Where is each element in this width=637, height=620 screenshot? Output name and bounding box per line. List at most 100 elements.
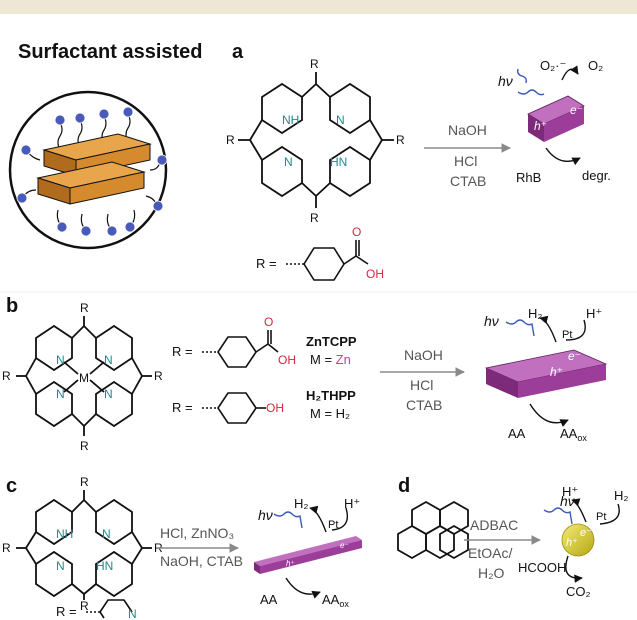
svg-text:O₂: O₂ bbox=[588, 58, 603, 73]
svg-text:R: R bbox=[154, 369, 163, 383]
panel-d-photocatalyst bbox=[543, 498, 620, 583]
section-title: Surfactant assisted bbox=[18, 41, 203, 63]
svg-text:NaOH, CTAB: NaOH, CTAB bbox=[160, 553, 243, 569]
svg-text:R: R bbox=[80, 475, 89, 489]
panel-b-porphyrin bbox=[16, 316, 152, 436]
svg-text:M = H₂: M = H₂ bbox=[310, 406, 350, 421]
svg-text:OH: OH bbox=[278, 353, 296, 367]
svg-text:CTAB: CTAB bbox=[406, 397, 442, 413]
svg-text:Pt: Pt bbox=[596, 511, 606, 523]
svg-text:R: R bbox=[2, 541, 11, 555]
svg-text:N: N bbox=[56, 387, 65, 401]
svg-text:h⁺: h⁺ bbox=[286, 559, 295, 568]
svg-text:R =: R = bbox=[256, 256, 277, 271]
svg-text:NaOH: NaOH bbox=[448, 122, 487, 138]
svg-text:HN: HN bbox=[96, 559, 113, 573]
svg-text:e⁻: e⁻ bbox=[580, 527, 592, 539]
svg-text:hν: hν bbox=[498, 73, 513, 89]
svg-text:NH: NH bbox=[56, 527, 73, 541]
svg-text:R =: R = bbox=[172, 344, 193, 359]
panel-a-photocatalyst bbox=[517, 65, 585, 166]
panel-c-photocatalyst bbox=[254, 505, 362, 599]
panel-c-porphyrin bbox=[16, 490, 152, 600]
svg-text:H₂O: H₂O bbox=[478, 565, 505, 581]
svg-text:O: O bbox=[264, 315, 273, 329]
svg-text:degr.: degr. bbox=[582, 168, 611, 183]
svg-text:N: N bbox=[128, 607, 137, 620]
svg-text:R: R bbox=[2, 369, 11, 383]
svg-text:H₂: H₂ bbox=[528, 306, 542, 321]
panel-b-phenol bbox=[202, 392, 266, 424]
panel-b-benzoic-acid bbox=[202, 330, 279, 368]
panel-d-pyrene bbox=[397, 500, 469, 560]
svg-text:H₂: H₂ bbox=[614, 488, 628, 503]
svg-text:e⁻: e⁻ bbox=[340, 541, 349, 550]
panel-b-label: b bbox=[6, 295, 18, 317]
svg-text:ADBAC: ADBAC bbox=[470, 517, 518, 533]
svg-text:H₂: H₂ bbox=[294, 496, 308, 511]
svg-text:CTAB: CTAB bbox=[450, 173, 486, 189]
svg-text:O₂·⁻: O₂·⁻ bbox=[540, 58, 566, 73]
svg-text:M: M bbox=[79, 371, 89, 385]
svg-text:HCl: HCl bbox=[410, 377, 433, 393]
svg-text:hν: hν bbox=[258, 507, 273, 523]
svg-text:HN: HN bbox=[330, 155, 347, 169]
svg-text:CO₂: CO₂ bbox=[566, 584, 591, 599]
svg-text:h⁺: h⁺ bbox=[550, 365, 563, 379]
svg-text:R =: R = bbox=[56, 604, 77, 619]
svg-text:M = Zn: M = Zn bbox=[310, 352, 351, 367]
svg-text:R: R bbox=[80, 599, 89, 613]
svg-text:N: N bbox=[336, 113, 345, 127]
svg-text:H⁺: H⁺ bbox=[344, 496, 360, 511]
svg-text:H⁺: H⁺ bbox=[562, 484, 578, 499]
svg-text:N: N bbox=[56, 353, 65, 367]
svg-text:NaOH: NaOH bbox=[404, 347, 443, 363]
svg-text:Pt: Pt bbox=[562, 329, 572, 341]
svg-text:N: N bbox=[102, 527, 111, 541]
svg-text:RhB: RhB bbox=[516, 170, 541, 185]
svg-text:NH: NH bbox=[282, 113, 299, 127]
svg-text:R: R bbox=[80, 301, 89, 315]
panel-d-label: d bbox=[398, 475, 410, 497]
svg-text:HCOOH: HCOOH bbox=[518, 560, 566, 575]
svg-text:Pt: Pt bbox=[328, 519, 338, 531]
panel-b-photocatalyst bbox=[484, 315, 608, 427]
svg-text:O: O bbox=[352, 225, 361, 239]
svg-text:R: R bbox=[80, 439, 89, 453]
svg-text:EtOAc/: EtOAc/ bbox=[468, 545, 512, 561]
svg-text:AAox: AAox bbox=[560, 426, 587, 443]
svg-text:e⁻: e⁻ bbox=[570, 103, 583, 117]
panel-a-label: a bbox=[232, 41, 244, 63]
svg-text:N: N bbox=[56, 559, 65, 573]
svg-text:e⁻: e⁻ bbox=[568, 349, 581, 363]
svg-text:R: R bbox=[310, 57, 319, 71]
svg-text:HCl: HCl bbox=[454, 153, 477, 169]
svg-text:h⁺: h⁺ bbox=[566, 537, 578, 549]
svg-text:N: N bbox=[104, 353, 113, 367]
svg-text:hν: hν bbox=[560, 493, 575, 509]
panel-a-benzoic-acid bbox=[286, 240, 369, 281]
panel-c-label: c bbox=[6, 475, 17, 497]
svg-text:hν: hν bbox=[484, 313, 499, 329]
svg-text:R: R bbox=[310, 211, 319, 225]
svg-text:OH: OH bbox=[266, 401, 284, 415]
svg-text:h⁺: h⁺ bbox=[534, 119, 547, 133]
svg-text:N: N bbox=[104, 387, 113, 401]
svg-text:N: N bbox=[284, 155, 293, 169]
svg-text:H⁺: H⁺ bbox=[586, 306, 602, 321]
top-band bbox=[0, 0, 637, 14]
svg-text:ZnTCPP: ZnTCPP bbox=[306, 334, 357, 349]
svg-text:R: R bbox=[396, 133, 405, 147]
svg-text:OH: OH bbox=[366, 267, 384, 281]
panel-c-pyridine bbox=[86, 599, 133, 619]
svg-text:R =: R = bbox=[172, 400, 193, 415]
svg-text:AA: AA bbox=[260, 592, 278, 607]
svg-text:AA: AA bbox=[508, 426, 526, 441]
svg-text:R: R bbox=[226, 133, 235, 147]
panel-a-porphyrin bbox=[238, 72, 394, 208]
svg-text:H₂THPP: H₂THPP bbox=[306, 388, 356, 403]
svg-text:HCl, ZnNO₃: HCl, ZnNO₃ bbox=[160, 525, 234, 541]
svg-text:AAox: AAox bbox=[322, 592, 349, 609]
